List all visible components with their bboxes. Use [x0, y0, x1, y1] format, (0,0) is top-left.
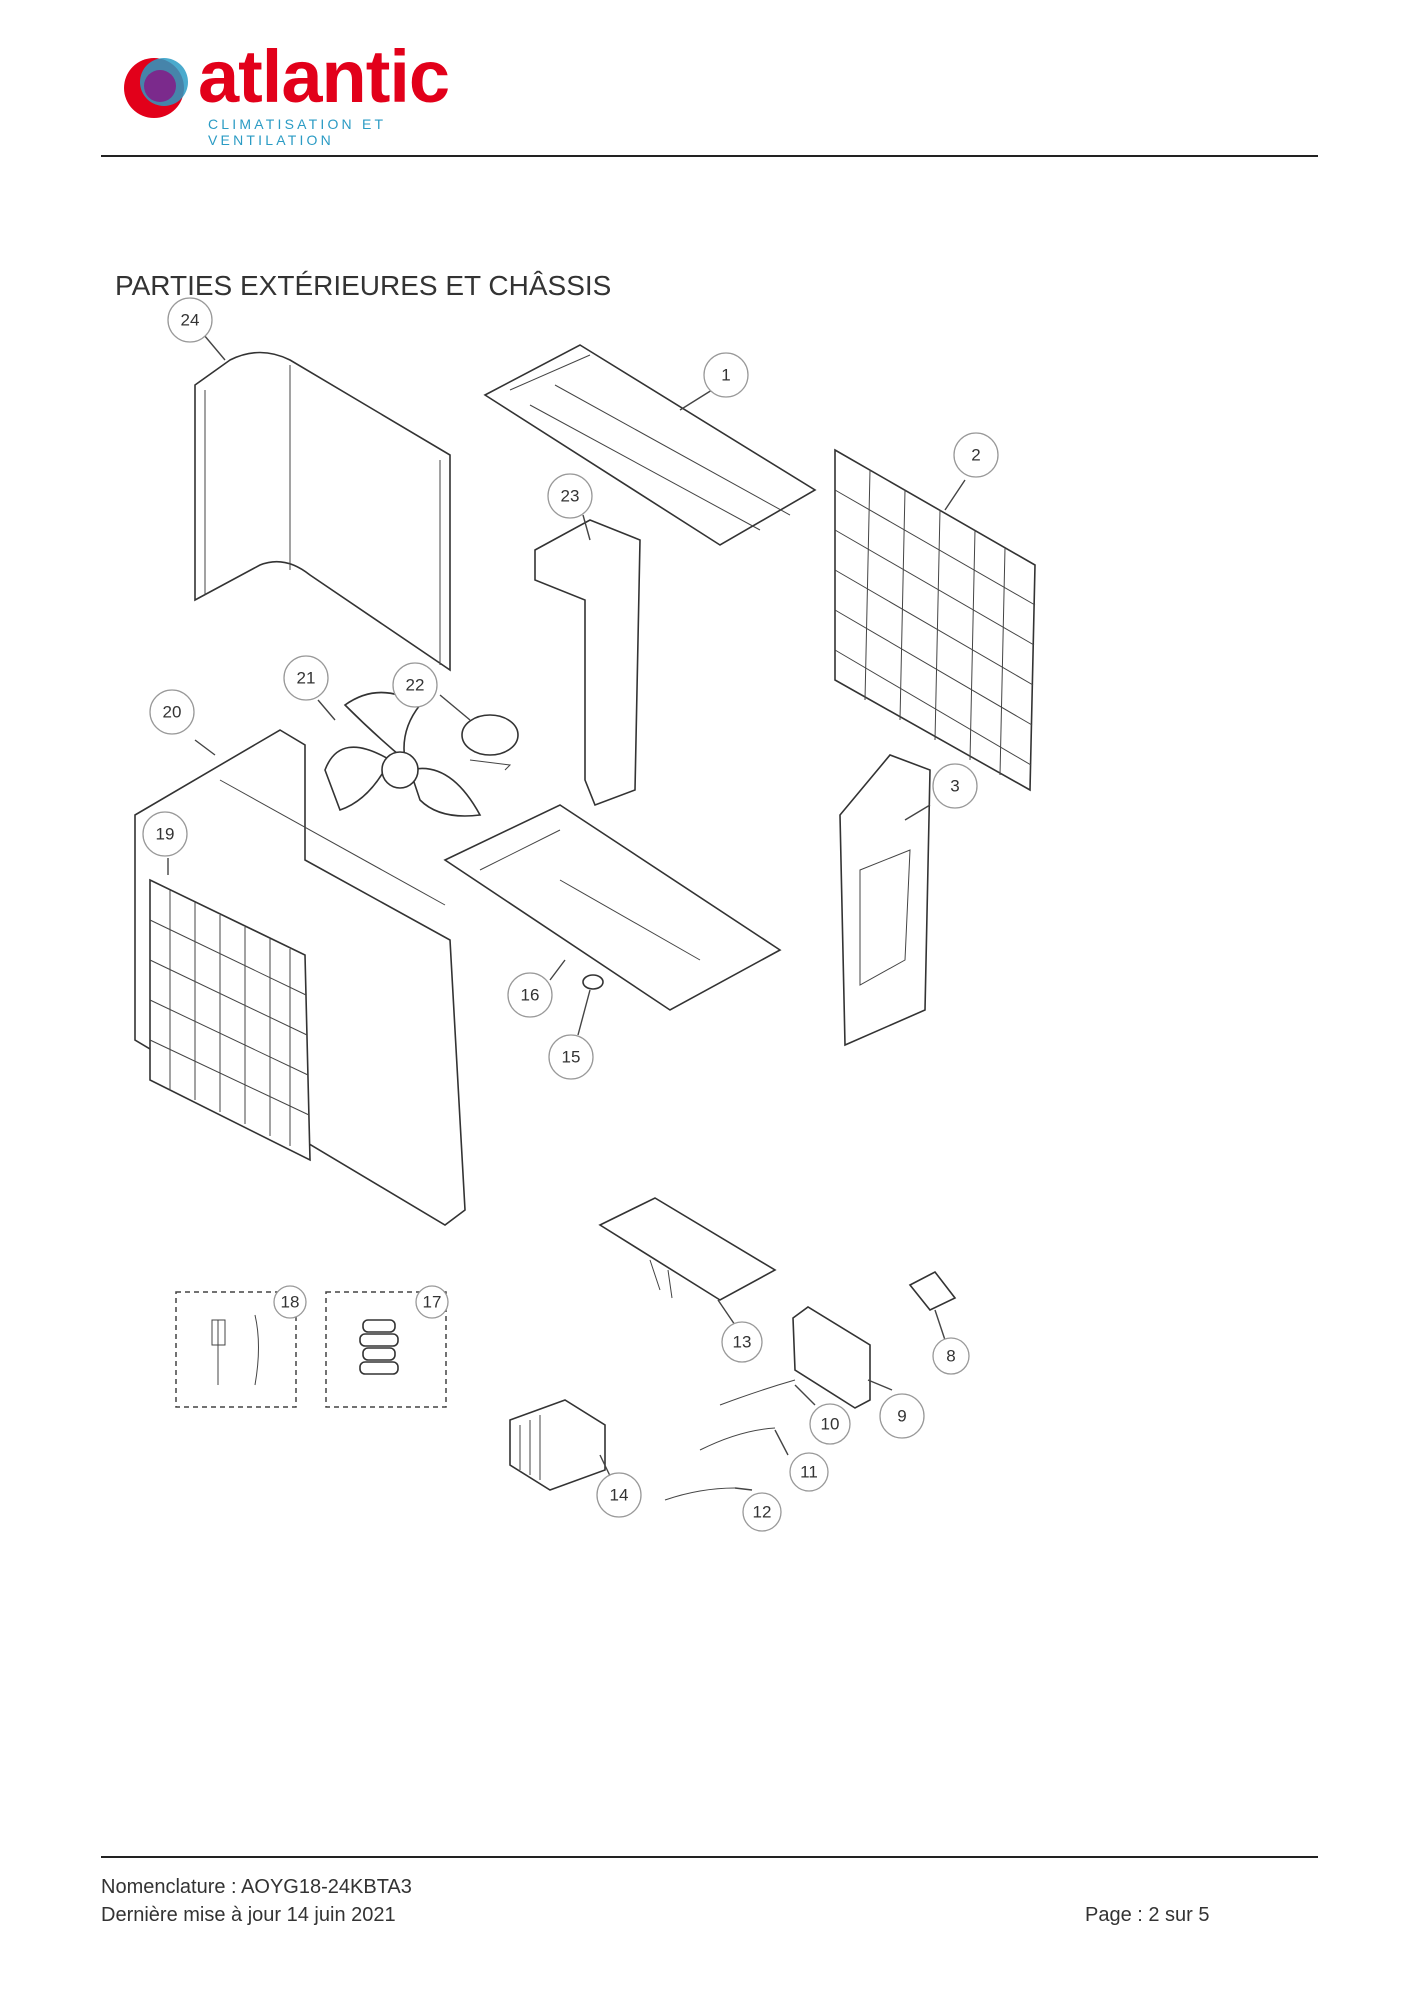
svg-text:15: 15 [562, 1048, 581, 1067]
callout-22: 22 [392, 662, 438, 708]
callout-11: 11 [789, 1452, 829, 1492]
svg-text:22: 22 [406, 676, 425, 695]
part-15-drain-cap [582, 974, 604, 990]
callout-20: 20 [149, 689, 195, 735]
part-21-fan-blade [324, 691, 482, 817]
callout-9: 9 [879, 1393, 925, 1439]
section-title: PARTIES EXTÉRIEURES ET CHÂSSIS [115, 270, 612, 301]
part-23-partition [534, 519, 641, 807]
svg-text:12: 12 [753, 1503, 772, 1522]
callout-21: 21 [283, 655, 329, 701]
svg-text:24: 24 [181, 311, 200, 330]
part-19-front-grille [149, 878, 311, 1162]
part-22-fan-motor [461, 714, 519, 771]
svg-text:14: 14 [610, 1486, 629, 1505]
callout-3: 3 [932, 763, 978, 809]
part-8-small-board [908, 1270, 957, 1311]
part-13-control-pcb [598, 1197, 777, 1301]
part-1-top-panel [483, 344, 817, 546]
svg-text:11: 11 [800, 1463, 818, 1482]
callout-2: 2 [953, 432, 999, 478]
footer-updated-date: Dernière mise à jour 14 juin 2021 [101, 1904, 396, 1926]
svg-text:17: 17 [423, 1293, 442, 1312]
callout-24: 24 [167, 297, 213, 343]
svg-text:19: 19 [156, 825, 175, 844]
part-24-heat-exchanger [194, 351, 451, 672]
leader-lines [167, 334, 966, 1491]
part-14-heatsink [509, 1399, 606, 1491]
header-divider [101, 155, 1318, 157]
atlantic-logo: atlantic CLIMATISATION ET VENTILATION [120, 35, 500, 148]
svg-text:21: 21 [297, 669, 316, 688]
part-17-grommet-box [325, 1291, 447, 1408]
brand-tagline: CLIMATISATION ET VENTILATION [208, 116, 386, 148]
callout-1: 1 [703, 352, 749, 398]
svg-text:1: 1 [721, 366, 730, 385]
svg-text:18: 18 [281, 1293, 300, 1312]
svg-text:2: 2 [971, 446, 980, 465]
footer-nomenclature: Nomenclature : AOYG18-24KBTA3 [101, 1876, 412, 1898]
part-16-base-pan [443, 804, 782, 1011]
part-2-rear-grille [834, 448, 1036, 792]
part-12-wire [664, 1487, 736, 1501]
svg-text:3: 3 [950, 777, 959, 796]
part-10-wire [719, 1379, 796, 1406]
svg-text:13: 13 [733, 1333, 752, 1352]
part-9-filter-board [792, 1306, 871, 1409]
part-3-side-panel [839, 754, 931, 1047]
callout-10: 10 [809, 1403, 851, 1445]
callout-23: 23 [547, 473, 593, 519]
callout-17: 17 [415, 1285, 449, 1319]
footer-divider [101, 1856, 1318, 1858]
logo-mark-icon [124, 58, 188, 118]
svg-text:9: 9 [897, 1407, 906, 1426]
brand-name: atlantic [198, 35, 450, 118]
callout-15: 15 [548, 1034, 594, 1080]
svg-text:8: 8 [946, 1347, 955, 1366]
callout-19: 19 [142, 811, 188, 857]
callout-16: 16 [507, 972, 553, 1018]
part-11-wire [699, 1427, 776, 1451]
svg-text:23: 23 [561, 487, 580, 506]
callout-13: 13 [721, 1321, 763, 1363]
callout-14: 14 [596, 1472, 642, 1518]
callout-8: 8 [932, 1337, 970, 1375]
svg-text:16: 16 [521, 986, 540, 1005]
footer-page-number: Page : 2 sur 5 [1085, 1904, 1210, 1926]
svg-text:20: 20 [163, 703, 182, 722]
callout-18: 18 [273, 1285, 307, 1319]
part-18-accessory-box [175, 1291, 297, 1408]
svg-text:10: 10 [821, 1415, 840, 1434]
callout-12: 12 [742, 1492, 782, 1532]
